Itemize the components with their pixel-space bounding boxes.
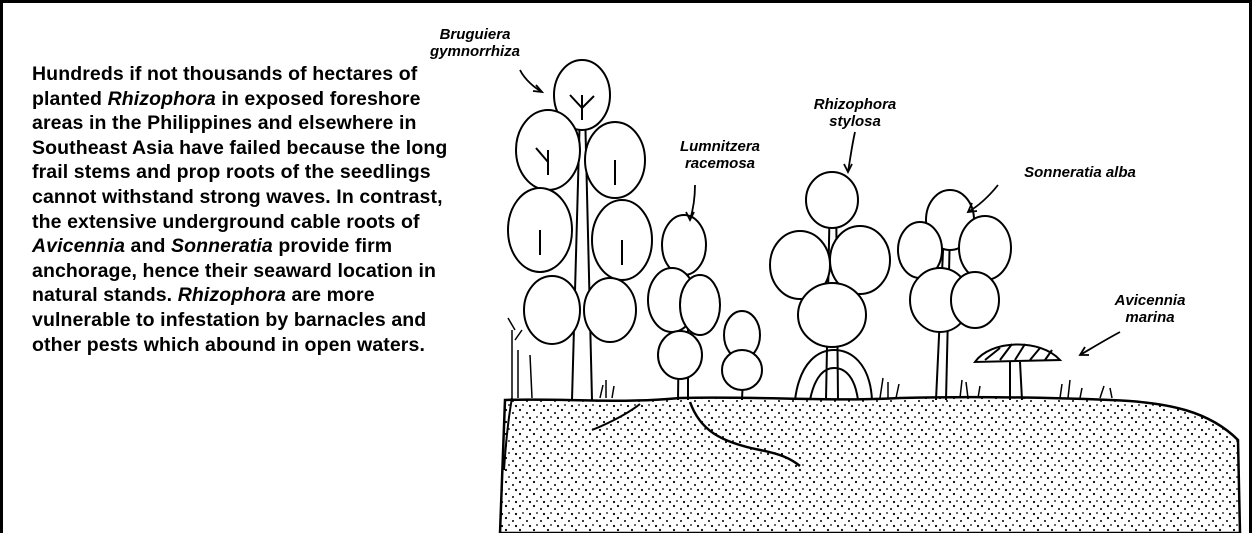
bruguiera-tree bbox=[508, 60, 652, 400]
small-tree bbox=[722, 311, 762, 400]
sonneratia-tree bbox=[898, 190, 1011, 400]
rhizophora-tree bbox=[770, 172, 890, 400]
avicennia-shrub bbox=[975, 344, 1060, 400]
soil-bank bbox=[500, 397, 1240, 533]
lumnitzera-tree bbox=[648, 215, 720, 400]
